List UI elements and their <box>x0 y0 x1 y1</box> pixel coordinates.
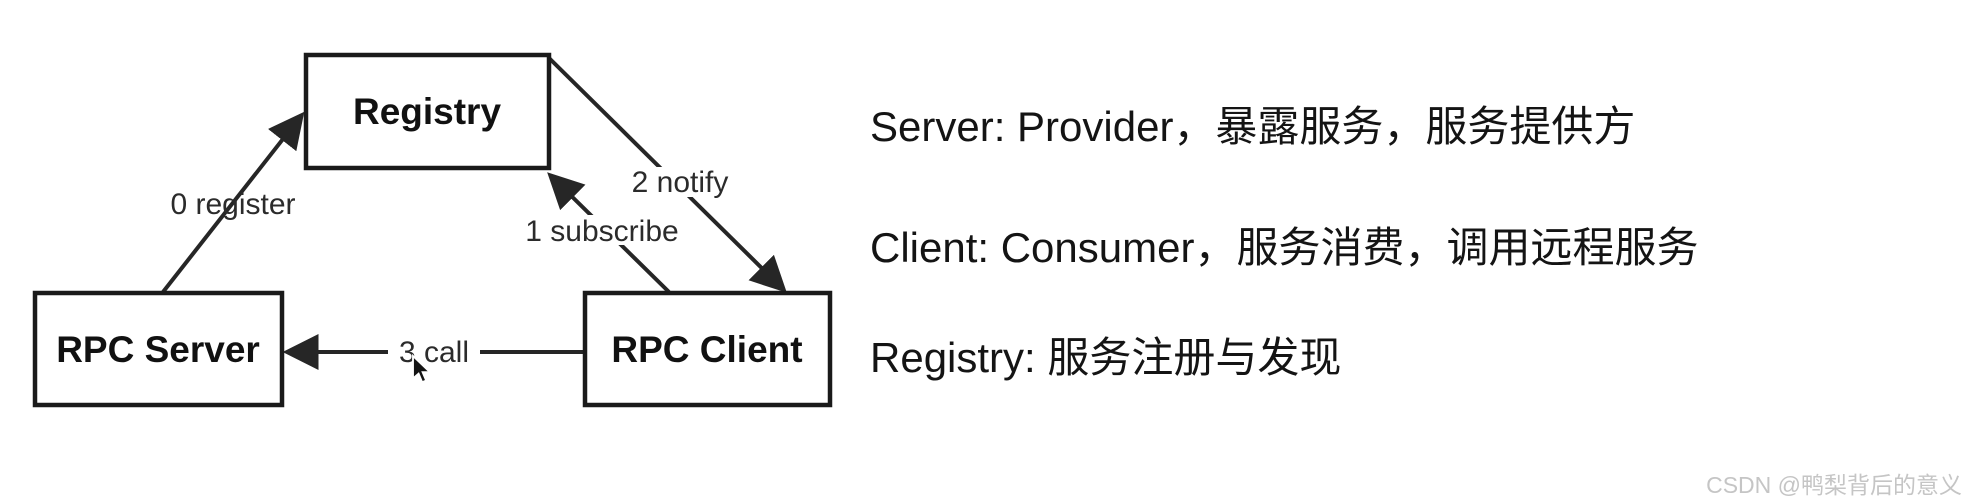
edge-notify-label: 2 notify <box>632 166 729 199</box>
rpc-architecture-diagram: 0 register 1 subscribe 2 notify 3 call R… <box>32 52 833 408</box>
edge-call-label: 3 call <box>399 336 469 369</box>
edge-register-arrow <box>161 111 305 294</box>
node-rpc-client-label: RPC Client <box>611 329 802 370</box>
edge-call-label-bg <box>388 337 480 367</box>
csdn-watermark: CSDN @鸭梨背后的意义 <box>1706 472 1962 498</box>
mouse-cursor-icon <box>412 353 433 384</box>
edge-subscribe-label-bg <box>516 215 688 245</box>
edge-subscribe-label: 1 subscribe <box>525 215 678 248</box>
node-rpc-client-box <box>582 290 833 408</box>
node-registry-label: Registry <box>353 91 501 132</box>
edge-register-label: 0 register <box>170 188 295 221</box>
node-rpc-server-label: RPC Server <box>56 329 260 370</box>
edge-notify-label-bg <box>612 167 748 197</box>
note-client: Client: Consumer，服务消费，调用远程服务 <box>870 224 1699 271</box>
node-registry-box <box>303 52 552 171</box>
note-registry: Registry: 服务注册与发现 <box>870 334 1342 381</box>
note-server: Server: Provider，暴露服务，服务提供方 <box>870 103 1636 150</box>
node-rpc-server-box <box>32 290 285 408</box>
